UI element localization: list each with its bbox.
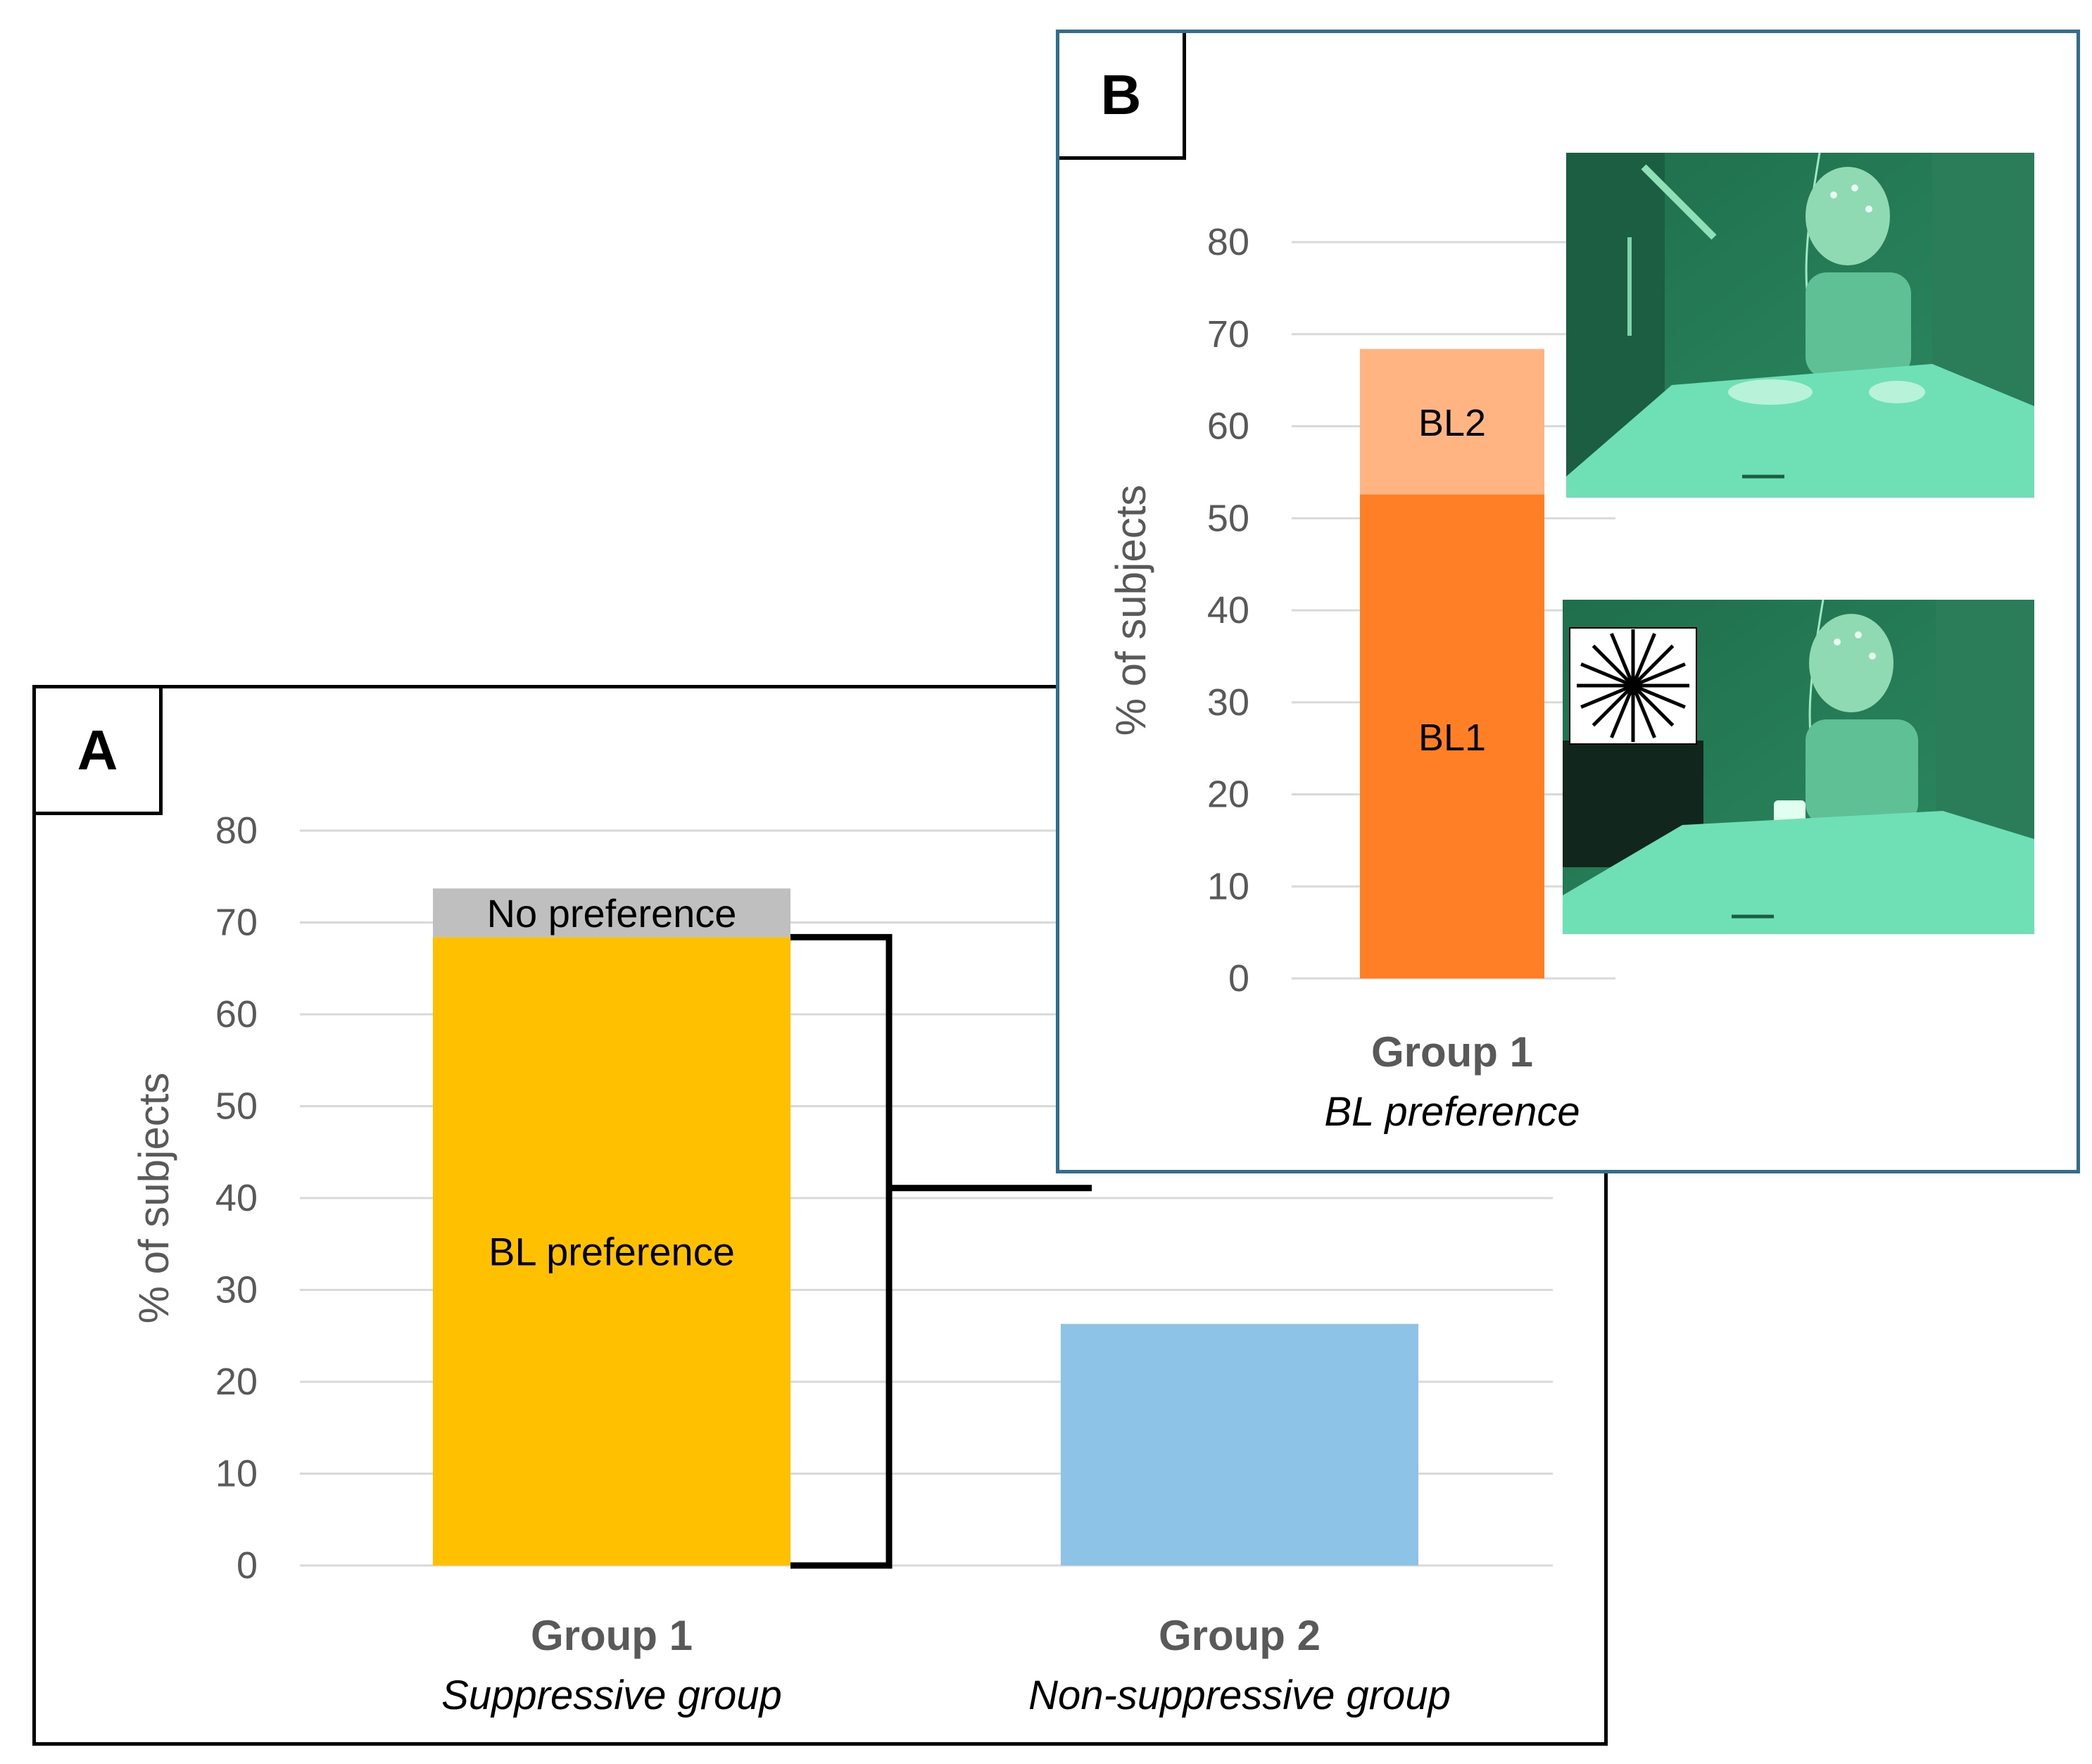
photo-top bbox=[1566, 153, 2034, 498]
radial-stimulus bbox=[1569, 627, 1697, 745]
y-tick-label: 0 bbox=[1228, 957, 1249, 1000]
y-tick-label: 0 bbox=[237, 1544, 258, 1587]
category-label: Group 1 bbox=[531, 1612, 693, 1659]
y-tick-label: 50 bbox=[215, 1085, 258, 1128]
data-label: BL2 bbox=[1418, 402, 1486, 444]
y-tick-label: 70 bbox=[1207, 313, 1249, 355]
y-tick-label: 60 bbox=[1207, 405, 1249, 448]
bar-segment bbox=[1360, 494, 1544, 978]
y-tick-label: 30 bbox=[215, 1269, 258, 1311]
category-subtitle: BL preference bbox=[1324, 1089, 1580, 1135]
panel-b-letter: B bbox=[1059, 33, 1186, 160]
category-label: Group 2 bbox=[1159, 1612, 1321, 1659]
y-axis-label: % of subjects bbox=[1107, 485, 1154, 736]
y-tick-label: 80 bbox=[215, 809, 258, 852]
y-tick-label: 80 bbox=[1207, 221, 1249, 263]
child-with-cup-and-radial-stimulus-photo-icon bbox=[1563, 600, 2034, 934]
photo-bottom bbox=[1563, 600, 2034, 934]
panel-a-letter: A bbox=[36, 688, 163, 815]
data-label: BL1 bbox=[1418, 717, 1486, 759]
y-axis-label: % of subjects bbox=[130, 1073, 177, 1324]
y-tick-label: 30 bbox=[1207, 681, 1249, 724]
category-subtitle: Suppressive group bbox=[441, 1672, 782, 1718]
category-subtitle: Non-suppressive group bbox=[1028, 1672, 1451, 1718]
y-tick-label: 40 bbox=[1207, 589, 1249, 631]
y-tick-label: 70 bbox=[215, 902, 258, 944]
bar-segment bbox=[433, 937, 790, 1565]
y-tick-label: 60 bbox=[215, 993, 258, 1035]
y-tick-label: 20 bbox=[215, 1361, 258, 1403]
panel-a-chart: 0 10 20 30 40 50 60 70 80 % of subjects BL prefere… bbox=[130, 809, 1553, 1718]
data-label: BL preference bbox=[489, 1230, 735, 1274]
bar-segment bbox=[433, 888, 790, 938]
significance-bracket bbox=[790, 933, 893, 1569]
child-at-table-photo-icon bbox=[1566, 153, 2034, 498]
y-tick-label: 10 bbox=[1207, 865, 1249, 907]
category-label: Group 1 bbox=[1371, 1028, 1533, 1076]
bar-segment bbox=[1061, 1323, 1418, 1565]
y-tick-label: 20 bbox=[1207, 774, 1249, 816]
y-tick-label: 10 bbox=[215, 1453, 258, 1495]
data-label: No preference bbox=[487, 891, 737, 935]
bar-segment bbox=[1360, 348, 1544, 495]
y-tick-label: 40 bbox=[215, 1177, 258, 1219]
y-tick-label: 50 bbox=[1207, 497, 1249, 539]
